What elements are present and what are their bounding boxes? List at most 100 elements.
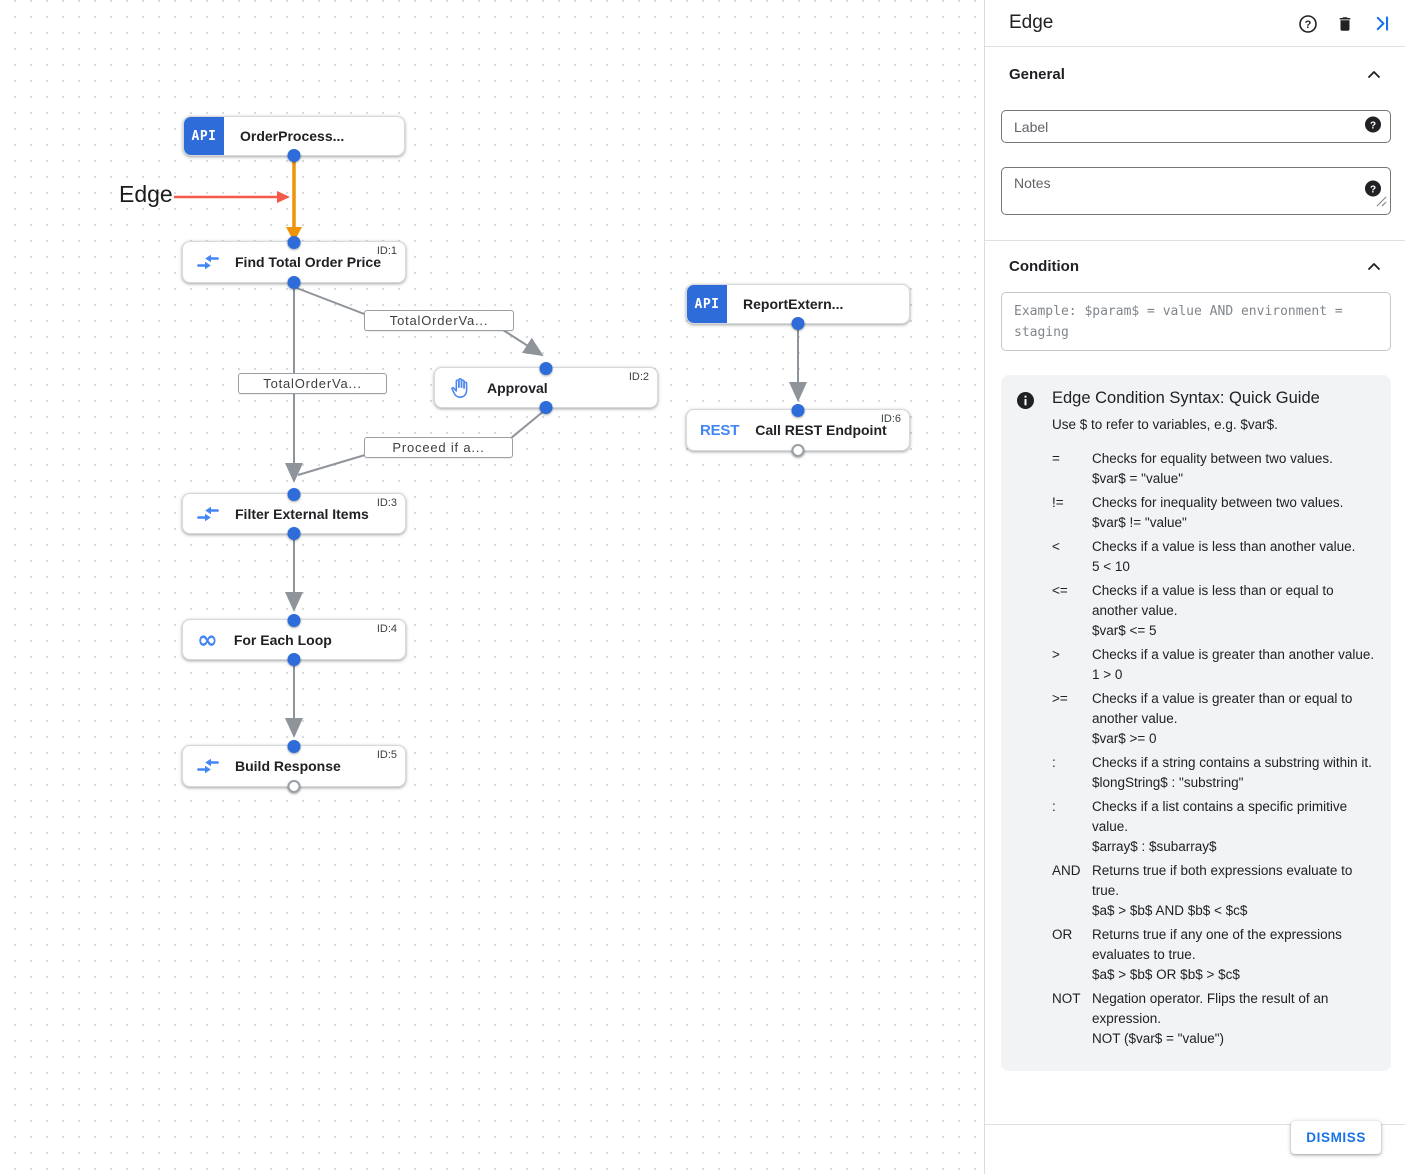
node-label: Build Response <box>235 758 341 774</box>
output-port[interactable] <box>539 400 553 414</box>
node-id: ID:2 <box>628 371 649 383</box>
guide-example: $longString$ : "substring" <box>1092 775 1244 790</box>
edge-condition-label[interactable]: TotalOrderVa... <box>238 373 387 394</box>
input-port[interactable] <box>791 403 805 417</box>
data-mapping-icon <box>197 253 219 271</box>
info-icon <box>1017 389 1037 1053</box>
output-port[interactable] <box>287 652 301 666</box>
guide-operator: : <box>1052 755 1056 770</box>
output-port[interactable] <box>791 316 805 330</box>
guide-example: $array$ : $subarray$ <box>1092 839 1217 854</box>
input-port[interactable] <box>287 739 301 753</box>
output-port-terminal[interactable] <box>791 443 805 457</box>
node-report-extern[interactable]: API ReportExtern... <box>686 284 910 330</box>
data-mapping-icon <box>197 757 219 775</box>
svg-text:?: ? <box>1370 184 1376 195</box>
notes-help-icon[interactable]: ? <box>1365 180 1381 202</box>
guide-entry: :Checks if a list contains a specific pr… <box>1052 797 1375 857</box>
guide-example: NOT ($var$ = "value") <box>1092 1031 1225 1046</box>
general-heading: General <box>1009 66 1065 83</box>
api-trigger-icon: API <box>184 117 224 155</box>
annotation-arrow <box>174 191 290 203</box>
data-mapping-icon <box>197 505 219 523</box>
node-build-response[interactable]: Build Response ID:5 <box>182 739 406 793</box>
guide-example: 1 > 0 <box>1092 667 1123 682</box>
guide-example: $var$ != "value" <box>1092 515 1187 530</box>
guide-operator: NOT <box>1052 991 1081 1006</box>
output-port[interactable] <box>287 148 301 162</box>
input-port[interactable] <box>539 361 553 375</box>
footer-divider <box>985 1124 1405 1125</box>
resize-handle-icon[interactable] <box>1376 194 1387 212</box>
guide-example: $a$ > $b$ AND $b$ < $c$ <box>1092 903 1248 918</box>
rest-task-icon: REST <box>700 421 740 439</box>
chevron-up-icon[interactable] <box>1366 67 1382 83</box>
node-label: Approval <box>487 379 548 396</box>
node-for-each-loop[interactable]: ∞ For Each Loop ID:4 <box>182 613 406 666</box>
guide-description: Checks if a value is greater than or equ… <box>1092 691 1353 726</box>
condition-syntax-guide-card: Edge Condition Syntax: Quick Guide Use $… <box>1001 375 1391 1071</box>
label-help-icon[interactable]: ? <box>1365 116 1381 137</box>
guide-description: Checks if a value is less than another v… <box>1092 539 1356 554</box>
guide-entry: >Checks if a value is greater than anoth… <box>1052 645 1375 685</box>
delete-edge-icon[interactable] <box>1335 14 1355 34</box>
input-port[interactable] <box>287 487 301 501</box>
guide-entry: =Checks for equality between two values.… <box>1052 449 1375 489</box>
guide-description: Checks if a value is greater than anothe… <box>1092 647 1375 662</box>
output-port[interactable] <box>287 275 301 289</box>
guide-operator: <= <box>1052 583 1068 598</box>
guide-description: Checks for equality between two values. <box>1092 451 1333 466</box>
node-id: ID:5 <box>376 749 397 761</box>
guide-example: $var$ = "value" <box>1092 471 1184 486</box>
guide-entry: !=Checks for inequality between two valu… <box>1052 493 1375 533</box>
edges-layer <box>174 158 807 738</box>
guide-entry: : Checks if a string contains a substring… <box>1052 753 1375 793</box>
guide-subtitle: Use $ to refer to variables, e.g. $var$. <box>1052 417 1278 432</box>
condition-input[interactable] <box>1002 293 1390 350</box>
notes-input[interactable] <box>1002 168 1390 214</box>
guide-description: Checks if a string contains a substring … <box>1092 755 1372 770</box>
output-port[interactable] <box>287 526 301 540</box>
guide-operator: >= <box>1052 691 1068 706</box>
chevron-up-icon[interactable] <box>1366 259 1382 275</box>
flow-canvas[interactable]: Edge API OrderProcess... Find Total Orde… <box>0 0 984 1174</box>
guide-title: Edge Condition Syntax: Quick Guide <box>1052 389 1320 407</box>
node-find-total-order-price[interactable]: Find Total Order Price ID:1 <box>182 235 406 289</box>
label-input[interactable] <box>1002 111 1390 142</box>
node-id: ID:3 <box>376 497 397 509</box>
panel-title: Edge <box>1009 12 1054 33</box>
section-divider <box>985 240 1405 241</box>
panel-header: Edge ? <box>985 0 1405 47</box>
input-port[interactable] <box>287 613 301 627</box>
node-label: Call REST Endpoint <box>755 422 887 438</box>
api-trigger-icon: API <box>687 285 727 323</box>
collapse-panel-icon[interactable] <box>1372 14 1392 34</box>
node-filter-external-items[interactable]: Filter External Items ID:3 <box>182 487 406 540</box>
input-port[interactable] <box>287 235 301 249</box>
output-port-terminal[interactable] <box>287 779 301 793</box>
selected-edge[interactable] <box>286 158 302 242</box>
help-icon[interactable]: ? <box>1298 14 1318 34</box>
loop-infinity-icon: ∞ <box>197 624 218 654</box>
node-id: ID:4 <box>376 623 397 635</box>
guide-operator: OR <box>1052 927 1073 942</box>
node-call-rest-endpoint[interactable]: REST Call REST Endpoint ID:6 <box>686 403 910 457</box>
node-approval[interactable]: Approval ID:2 <box>434 361 658 414</box>
guide-description: Checks if a value is less than or equal … <box>1092 583 1334 618</box>
condition-section-header[interactable]: Condition <box>1009 258 1382 275</box>
node-label: Filter External Items <box>235 505 369 522</box>
guide-example: 5 < 10 <box>1092 559 1130 574</box>
edge-condition-label[interactable]: Proceed if a... <box>364 437 513 458</box>
guide-entries-list: =Checks for equality between two values.… <box>1052 449 1375 1049</box>
edge-properties-panel: Edge ? General ? <box>984 0 1405 1174</box>
guide-description: Checks for inequality between two values… <box>1092 495 1344 510</box>
dismiss-button[interactable]: DISMISS <box>1291 1121 1381 1154</box>
edge-condition-label[interactable]: TotalOrderVa... <box>364 310 514 331</box>
node-label: For Each Loop <box>233 631 332 648</box>
general-section-header[interactable]: General <box>1009 66 1382 83</box>
node-order-process[interactable]: API OrderProcess... <box>183 116 405 162</box>
guide-example: $var$ <= 5 <box>1092 623 1157 638</box>
